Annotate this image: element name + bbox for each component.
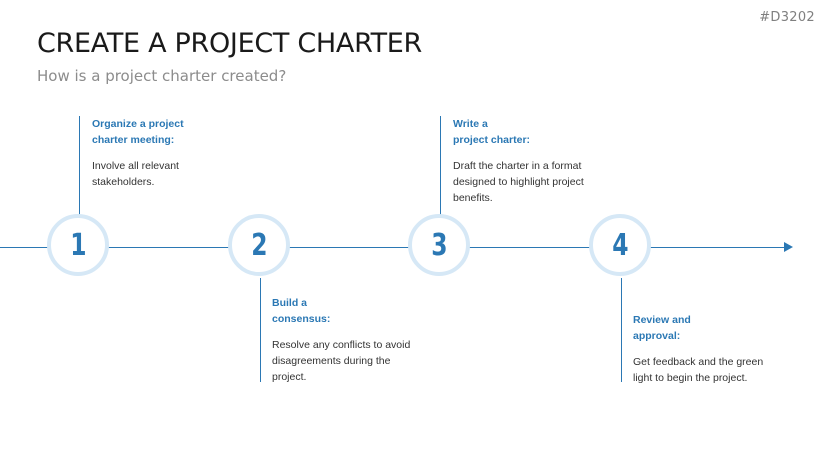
step-1-body: Involve all relevant stakeholders. xyxy=(92,160,179,188)
step-2-text: Build a consensus: Resolve any conflicts… xyxy=(272,295,432,385)
step-2-connector xyxy=(260,278,261,382)
step-3-circle: 3 xyxy=(408,214,470,276)
step-3-body: Draft the charter in a format designed t… xyxy=(453,160,584,204)
step-1-heading: Organize a project charter meeting: xyxy=(92,118,184,146)
step-4-number: 4 xyxy=(611,227,629,263)
page-subtitle: How is a project charter created? xyxy=(37,67,287,85)
step-1-connector xyxy=(79,116,80,216)
step-4-connector xyxy=(621,278,622,382)
step-3-text: Write a project charter: Draft the chart… xyxy=(453,116,613,206)
step-2-body: Resolve any conflicts to avoid disagreem… xyxy=(272,339,411,383)
timeline-arrowhead xyxy=(784,242,793,252)
slide-code: #D3202 xyxy=(759,10,815,25)
step-2-heading: Build a consensus: xyxy=(272,297,331,325)
step-1-text: Organize a project charter meeting: Invo… xyxy=(92,116,252,190)
step-4-circle: 4 xyxy=(589,214,651,276)
step-2-circle: 2 xyxy=(228,214,290,276)
step-1-number: 1 xyxy=(69,227,87,263)
step-1-circle: 1 xyxy=(47,214,109,276)
step-3-number: 3 xyxy=(430,227,448,263)
step-4-heading: Review and approval: xyxy=(633,314,691,342)
step-3-connector xyxy=(440,116,441,216)
step-3-heading: Write a project charter: xyxy=(453,118,531,146)
step-4-text: Review and approval: Get feedback and th… xyxy=(633,312,793,386)
timeline-line xyxy=(0,247,786,248)
step-2-number: 2 xyxy=(250,227,268,263)
step-4-body: Get feedback and the green light to begi… xyxy=(633,356,764,384)
page-title: CREATE A PROJECT CHARTER xyxy=(37,28,423,59)
